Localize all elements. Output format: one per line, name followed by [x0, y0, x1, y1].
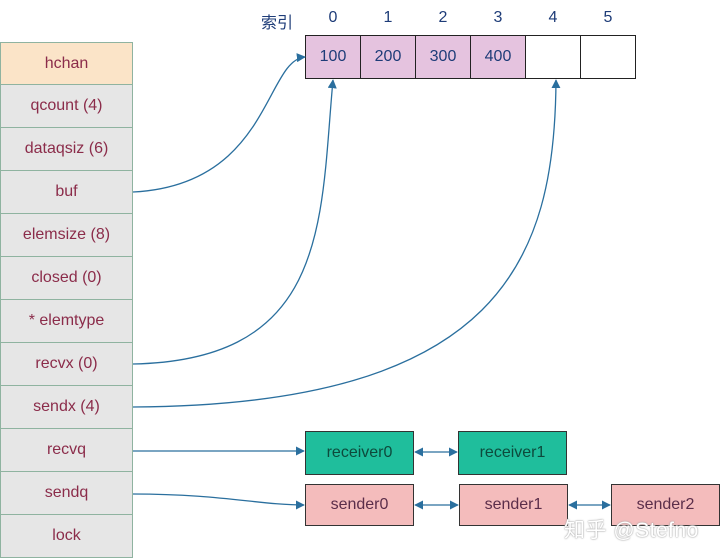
index-5: 5	[603, 9, 613, 26]
field-recvx: recvx (0)	[0, 343, 133, 386]
hchan-header: hchan	[0, 42, 133, 85]
ring-buffer: 100 200 300 400	[305, 35, 636, 79]
field-buf: buf	[0, 171, 133, 214]
buf-pointer-arrow	[132, 53, 306, 193]
index-2: 2	[438, 9, 448, 26]
buffer-cell-1: 200	[360, 35, 416, 79]
buffer-cell-0: 100	[305, 35, 361, 79]
watermark: 知乎 @Stefno	[564, 519, 699, 542]
sender-node-2: sender2	[611, 484, 720, 526]
field-sendq: sendq	[0, 472, 133, 515]
field-sendx: sendx (4)	[0, 386, 133, 429]
index-1: 1	[383, 9, 393, 26]
sendx-arrow	[132, 79, 561, 408]
sender-node-0: sender0	[305, 484, 414, 526]
hchan-struct: hchan qcount (4) dataqsiz (6) buf elemsi…	[0, 42, 133, 558]
sender-node-1: sender1	[459, 484, 568, 526]
receiver-node-0: receiver0	[305, 431, 414, 475]
buffer-cell-5	[580, 35, 636, 79]
recvx-arrow	[132, 79, 337, 365]
field-dataqsiz: dataqsiz (6)	[0, 128, 133, 171]
field-lock: lock	[0, 515, 133, 558]
index-0: 0	[328, 9, 338, 26]
sendq-arrow	[132, 493, 305, 510]
index-3: 3	[493, 9, 503, 26]
buffer-cell-4	[525, 35, 581, 79]
index-label: 索引	[261, 15, 294, 32]
field-elemtype: * elemtype	[0, 300, 133, 343]
field-qcount: qcount (4)	[0, 85, 133, 128]
index-4: 4	[548, 9, 558, 26]
field-closed: closed (0)	[0, 257, 133, 300]
field-recvq: recvq	[0, 429, 133, 472]
field-elemsize: elemsize (8)	[0, 214, 133, 257]
receiver-node-1: receiver1	[458, 431, 567, 475]
